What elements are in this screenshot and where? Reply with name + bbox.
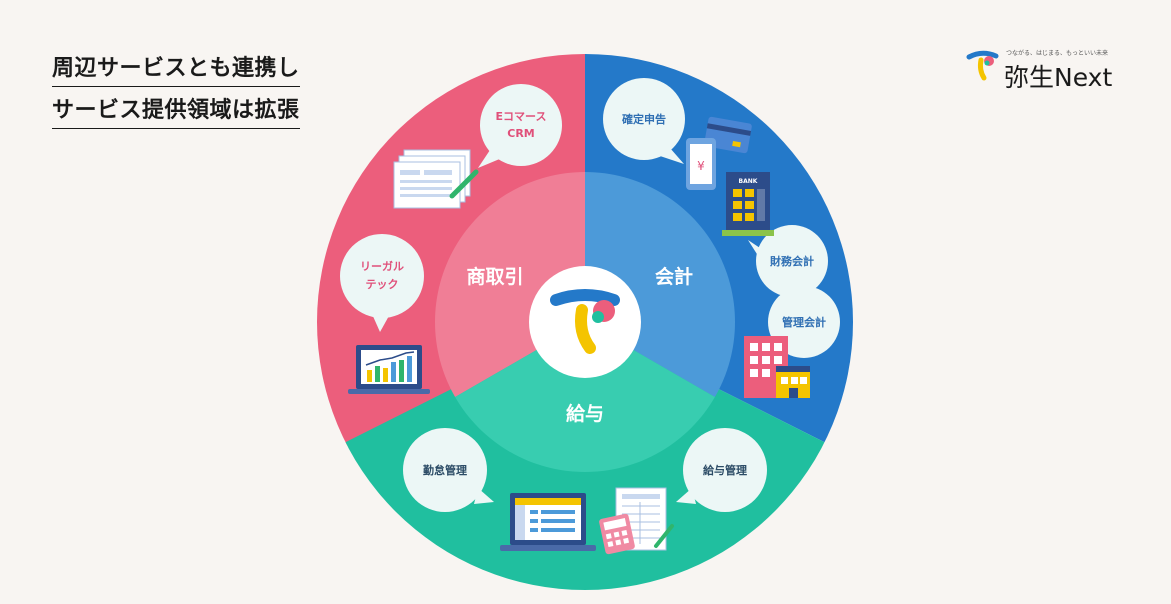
laptop-list-illustration — [500, 493, 596, 551]
crm-text: CRM — [507, 127, 535, 140]
yayoi-logo-icon — [966, 50, 999, 81]
commerce-label: 商取引 — [466, 265, 523, 288]
tax-return-text: 確定申告 — [622, 112, 666, 126]
accounting-label: 会計 — [655, 265, 693, 288]
headline-line-2: サービス提供領域は拡張 — [52, 92, 300, 129]
payroll-management-text: 給与管理 — [703, 463, 747, 477]
office-buildings-illustration — [744, 336, 810, 398]
ecommerce-crm-bubble: Eコマース CRM — [478, 84, 562, 168]
center-logo-icon — [550, 289, 620, 354]
attendance-text: 勤怠管理 — [423, 463, 467, 477]
laptop-chart-illustration — [348, 345, 430, 394]
bank-illustration: BANK — [722, 172, 774, 236]
legal-text: リーガル — [360, 259, 404, 273]
management-accounting-text: 管理会計 — [782, 315, 826, 329]
legal-tech-bubble: リーガル テック — [340, 234, 424, 332]
payslip-calculator-illustration — [599, 487, 674, 555]
financial-accounting-text: 財務会計 — [769, 254, 814, 268]
documents-illustration — [393, 149, 479, 209]
bank-label: BANK — [739, 178, 758, 185]
ecommerce-text: Eコマース — [496, 110, 547, 123]
tax-return-bubble: 確定申告 — [603, 78, 685, 164]
logo-name: 弥生Next — [1004, 63, 1113, 92]
tech-text: テック — [366, 278, 399, 291]
headline-line-1: 周辺サービスとも連携し — [52, 50, 300, 87]
payroll-management-bubble: 給与管理 — [676, 428, 767, 512]
logo-tagline: つながる、はじまる、もっといい未来 — [1006, 50, 1109, 57]
yen-symbol: ¥ — [697, 159, 705, 173]
payroll-inner — [455, 322, 715, 472]
phone-card-illustration: ¥ — [686, 116, 752, 190]
payroll-label: 給与 — [566, 402, 604, 425]
attendance-bubble: 勤怠管理 — [403, 428, 494, 512]
financial-accounting-bubble: 財務会計 — [748, 225, 828, 297]
